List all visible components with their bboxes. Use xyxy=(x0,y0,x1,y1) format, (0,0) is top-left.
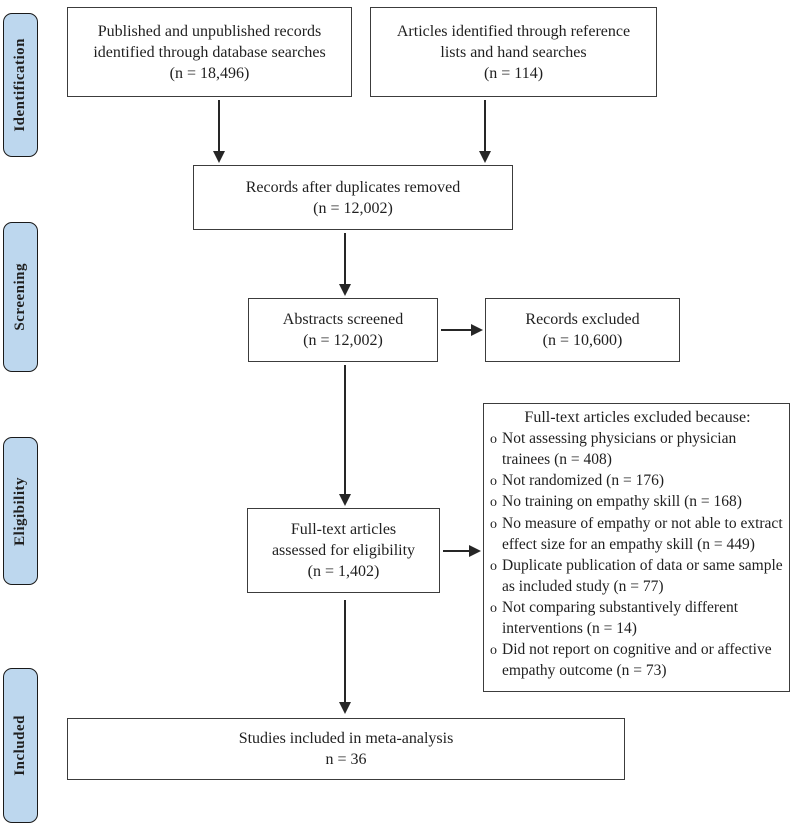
box-studies-included: Studies included in meta-analysis n = 36 xyxy=(67,718,625,780)
box-duplicates-removed: Records after duplicates removed (n = 12… xyxy=(193,165,513,230)
box-records-excluded: Records excluded (n = 10,600) xyxy=(485,298,680,362)
box-database-records-count: (n = 18,496) xyxy=(169,64,250,82)
bullet-marker: o xyxy=(490,642,497,658)
arrow-head xyxy=(213,151,225,163)
arrow-shaft xyxy=(484,100,486,152)
bullet-marker: o xyxy=(490,495,497,510)
arrow-duplicates-to-screened xyxy=(339,233,351,296)
box-studies-included-line1: Studies included in meta-analysis xyxy=(238,730,454,747)
box-fulltext-assessed-line2: assessed for eligibility xyxy=(271,542,416,559)
arrow-head xyxy=(339,284,351,296)
box-database-records: Published and unpublished records identi… xyxy=(67,7,352,97)
bullet-marker: o xyxy=(490,600,497,616)
arrow-database-to-duplicates xyxy=(213,100,225,163)
exclusion-item-text: No measure of empathy or not able to ext… xyxy=(502,514,783,554)
box-handsearch-records: Articles identified through reference li… xyxy=(370,7,657,97)
arrow-shaft xyxy=(443,550,470,552)
exclusion-item-no-measure: o No measure of empathy or not able to ex… xyxy=(490,514,785,556)
arrow-screened-to-excluded xyxy=(441,324,483,336)
exclusion-item-text: Duplicate publication of data or same sa… xyxy=(502,556,783,596)
exclusion-item-text: Not comparing substantively different in… xyxy=(502,598,739,638)
stage-identification-label: Identification xyxy=(12,38,28,132)
box-duplicates-removed-line1: Records after duplicates removed xyxy=(245,178,461,196)
arrow-fulltext-to-exclusions xyxy=(443,545,481,557)
exclusion-item-no-outcome-report: o Did not report on cognitive and or affe… xyxy=(490,640,785,682)
box-fulltext-assessed-line1: Full-text articles xyxy=(290,521,397,538)
exclusion-item-duplicate-publication: o Duplicate publication of data or same s… xyxy=(490,556,785,598)
box-handsearch-records-line2: lists and hand searches xyxy=(440,43,587,61)
exclusion-item-not-comparing: o Not comparing substantively different i… xyxy=(490,598,785,640)
arrow-fulltext-to-included xyxy=(339,600,351,714)
box-records-excluded-line1: Records excluded xyxy=(525,311,640,328)
arrow-shaft xyxy=(441,329,472,331)
box-abstracts-screened-count: (n = 12,002) xyxy=(303,332,383,349)
box-abstracts-screened: Abstracts screened (n = 12,002) xyxy=(248,298,438,362)
box-database-records-line1: Published and unpublished records xyxy=(97,22,322,40)
arrow-head xyxy=(339,702,351,714)
stage-eligibility-label: Eligibility xyxy=(12,476,28,546)
stage-included: Included xyxy=(3,668,38,823)
exclusion-item-text: Did not report on cognitive and or affec… xyxy=(502,640,772,680)
stage-eligibility: Eligibility xyxy=(3,437,38,585)
exclusion-item-text: No training on empathy skill (n = 168) xyxy=(502,493,742,510)
exclusion-item-not-assessing: o Not assessing physicians or physician t… xyxy=(490,429,785,471)
arrow-shaft xyxy=(344,233,346,285)
box-fulltext-assessed: Full-text articles assessed for eligibil… xyxy=(247,508,440,593)
box-records-excluded-count: (n = 10,600) xyxy=(542,332,623,349)
exclusion-item-not-randomized: o Not randomized (n = 176) xyxy=(490,471,785,493)
box-fulltext-assessed-count: (n = 1,402) xyxy=(307,563,380,580)
box-handsearch-records-line1: Articles identified through reference xyxy=(396,22,631,40)
arrow-screened-to-fulltext xyxy=(339,365,351,506)
stage-screening-label: Screening xyxy=(12,263,28,331)
arrow-handsearch-to-duplicates xyxy=(479,100,491,163)
stage-screening: Screening xyxy=(3,222,38,372)
box-abstracts-screened-line1: Abstracts screened xyxy=(282,311,404,328)
arrow-shaft xyxy=(344,600,346,703)
arrow-head xyxy=(471,324,483,336)
bullet-marker: o xyxy=(490,431,497,447)
box-studies-included-count: n = 36 xyxy=(325,751,367,768)
exclusion-item-text: Not assessing physicians or physician tr… xyxy=(502,429,737,469)
arrow-head xyxy=(339,494,351,506)
bullet-marker: o xyxy=(490,516,497,532)
exclusion-item-no-training: o No training on empathy skill (n = 168) xyxy=(490,492,785,514)
bullet-marker: o xyxy=(490,473,497,489)
bullet-marker: o xyxy=(490,558,497,574)
arrow-head xyxy=(479,151,491,163)
fulltext-exclusions-title: Full-text articles excluded because: xyxy=(524,409,751,426)
box-database-records-line2: identified through database searches xyxy=(93,43,326,61)
stage-included-label: Included xyxy=(12,715,28,776)
arrow-head xyxy=(469,545,481,557)
stage-identification: Identification xyxy=(3,13,38,157)
box-handsearch-records-count: (n = 114) xyxy=(483,64,544,82)
arrow-shaft xyxy=(344,365,346,495)
arrow-shaft xyxy=(218,100,220,152)
box-duplicates-removed-count: (n = 12,002) xyxy=(313,199,393,217)
exclusion-item-text: Not randomized (n = 176) xyxy=(502,471,664,489)
